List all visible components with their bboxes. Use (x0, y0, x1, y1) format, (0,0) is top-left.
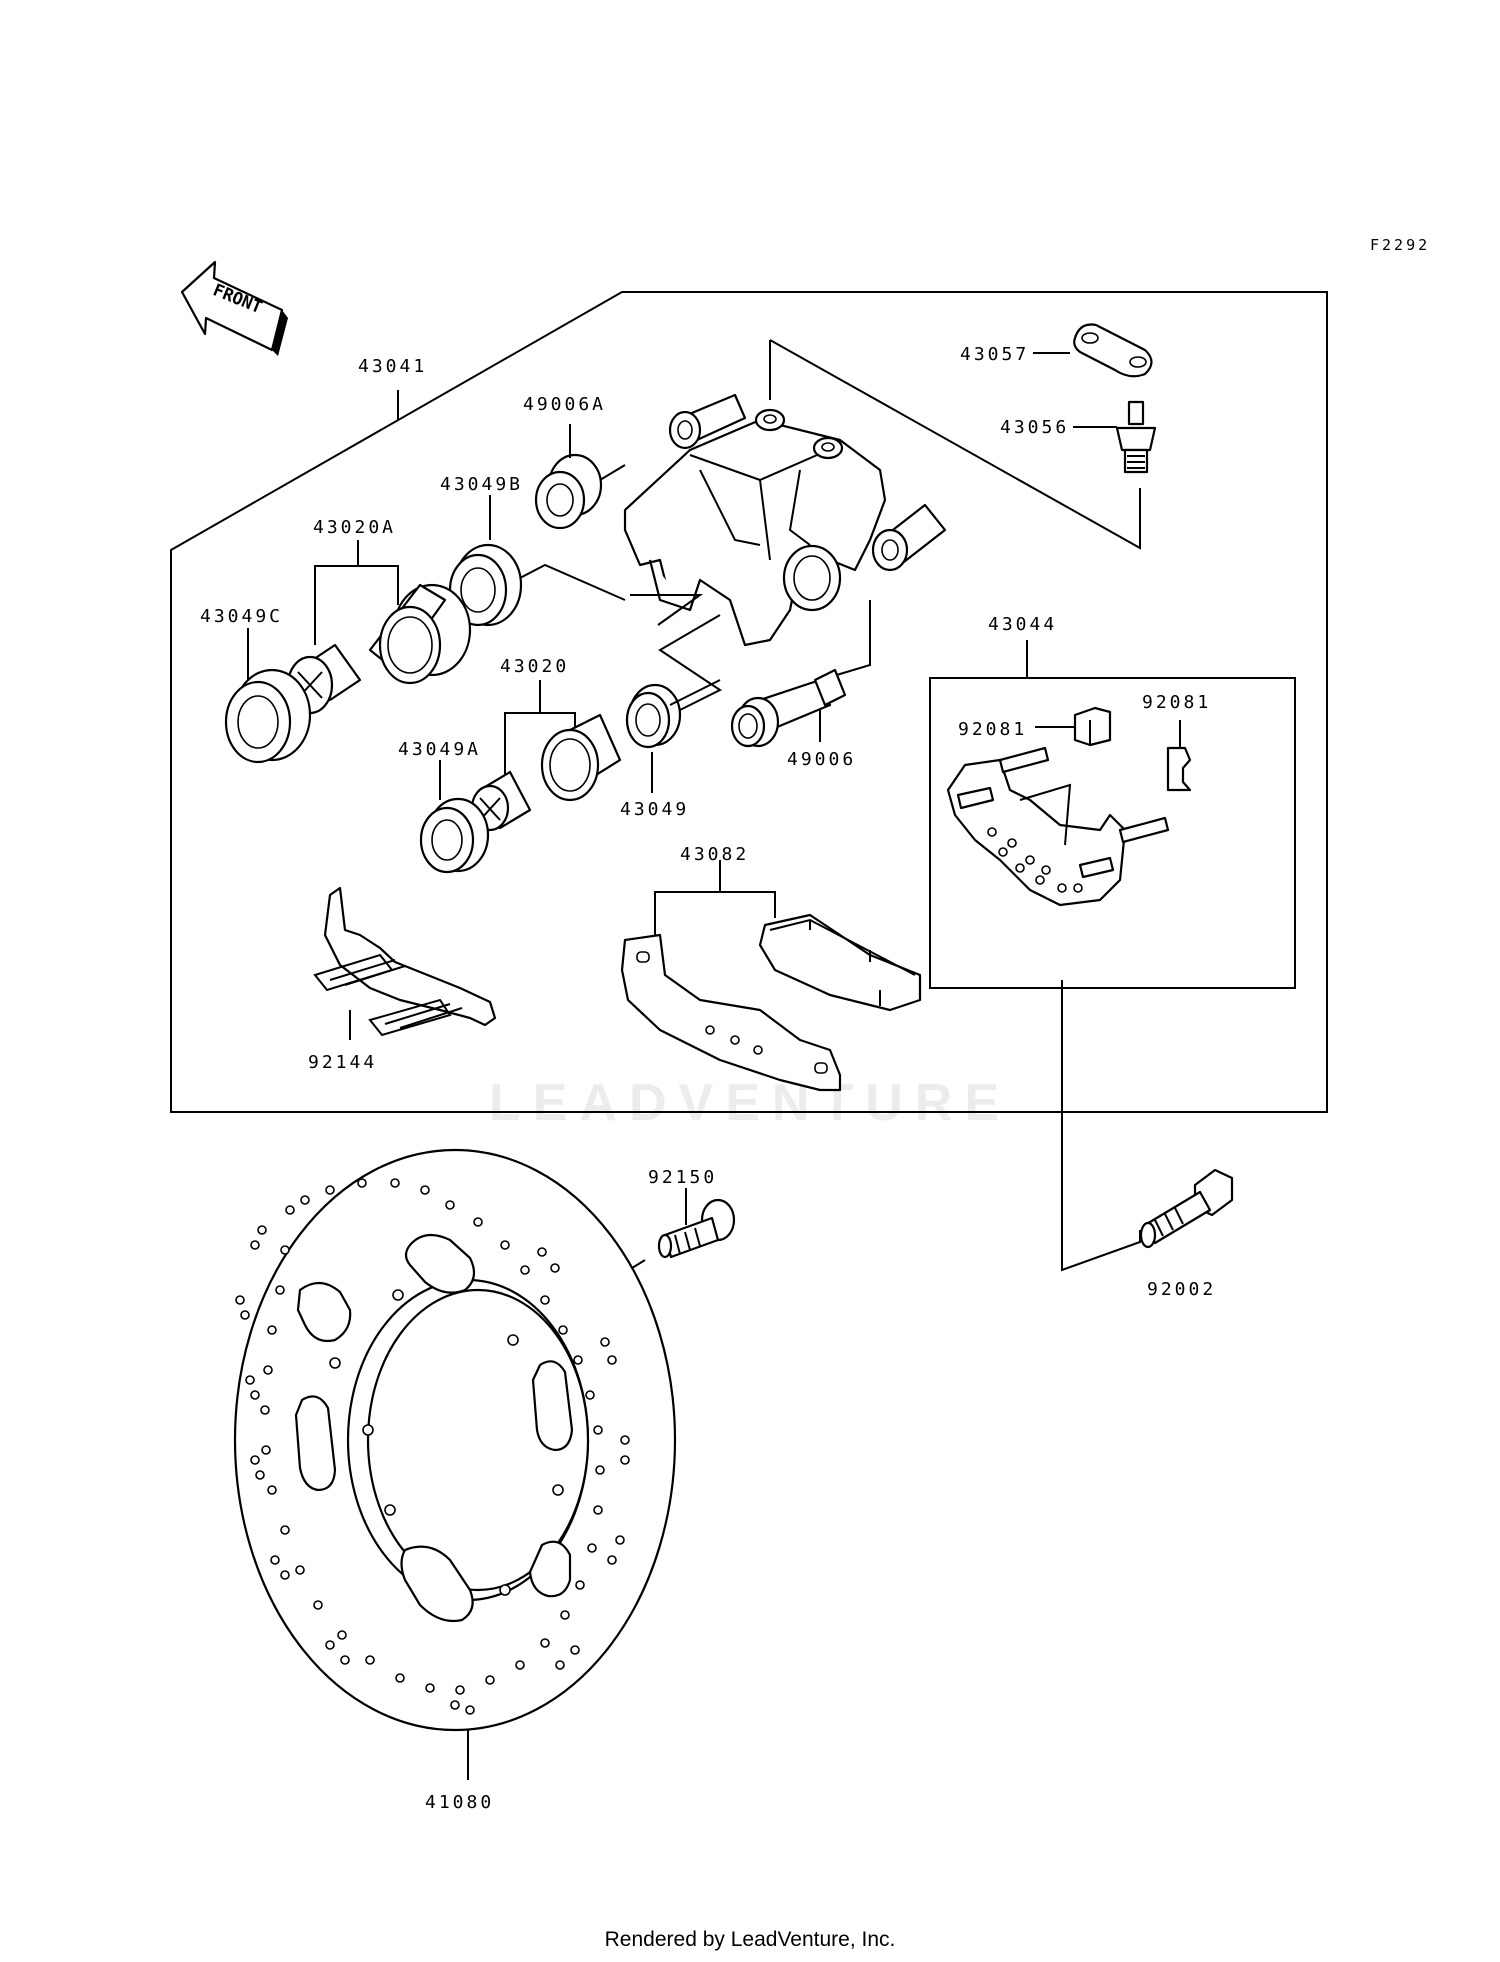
label-43049A: 43049A (398, 739, 481, 760)
label-43056: 43056 (1000, 417, 1069, 438)
label-92081-right: 92081 (1142, 692, 1211, 713)
caliper-assembly-frame (170, 291, 1328, 1113)
part-43056 (1073, 400, 1157, 474)
part-43044 (929, 640, 1296, 1272)
watermark: LEADVENTURE (489, 1074, 1011, 1132)
label-43049C: 43049C (200, 606, 283, 627)
figure-code: F2292 (1370, 236, 1430, 254)
part-49006A (534, 424, 626, 530)
caliper-body (623, 393, 947, 647)
label-43049B: 43049B (440, 474, 523, 495)
part-41080-brake-disc (233, 1148, 677, 1780)
footer-credit: Rendered by LeadVenture, Inc. (604, 1928, 896, 1951)
part-92002 (1139, 1168, 1234, 1249)
label-43082: 43082 (680, 844, 749, 865)
part-92150 (587, 1188, 736, 1296)
label-43020: 43020 (500, 656, 569, 677)
part-43049B (448, 495, 626, 627)
part-43057 (1033, 323, 1153, 378)
label-92002: 92002 (1147, 1279, 1216, 1300)
part-43049 (625, 679, 721, 793)
label-43044: 43044 (988, 614, 1057, 635)
label-43020A: 43020A (313, 517, 396, 538)
label-92144: 92144 (308, 1052, 377, 1073)
part-43082 (620, 860, 922, 1092)
label-43041: 43041 (358, 356, 427, 377)
part-43049A (419, 760, 490, 874)
label-92150: 92150 (648, 1167, 717, 1188)
label-43057: 43057 (960, 344, 1029, 365)
part-labels: 43041 49006A 43049B 43020A 43049C 43020 … (200, 344, 1216, 1813)
label-41080: 41080 (425, 1792, 494, 1813)
label-92081-left: 92081 (958, 719, 1027, 740)
part-49006 (730, 668, 847, 748)
label-49006: 49006 (787, 749, 856, 770)
part-43049C (224, 628, 312, 764)
label-49006A: 49006A (523, 394, 606, 415)
part-43020 (470, 680, 622, 832)
front-arrow-icon: FRONT (180, 260, 288, 356)
label-43049: 43049 (620, 799, 689, 820)
part-43020A (286, 540, 472, 715)
part-92144 (313, 886, 497, 1040)
disc-vent-holes (235, 1178, 630, 1715)
